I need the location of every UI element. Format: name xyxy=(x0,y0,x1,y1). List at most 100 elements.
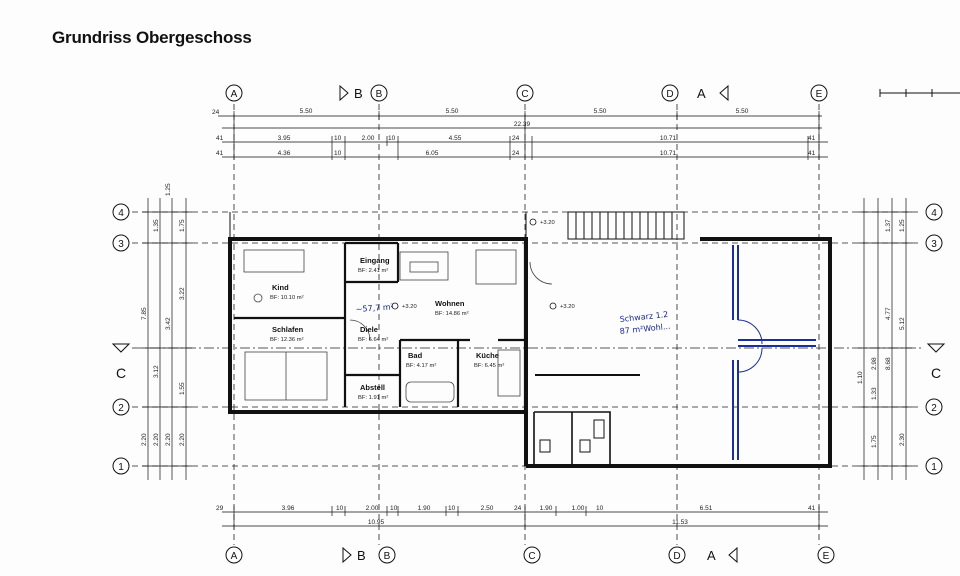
dim-top-4-1: 4.36 xyxy=(278,150,291,157)
dim-bot-5: 1.90 xyxy=(540,505,553,512)
axis-label-a: A xyxy=(231,89,238,100)
dim-right-8: 1.10 xyxy=(857,371,864,384)
dim-left-10: 2.20 xyxy=(153,433,160,446)
dimension-text-right: 1.37 1.25 4.77 5.12 2.98 8.68 1.33 1.10 … xyxy=(857,219,906,448)
dim-top-total: 22.39 xyxy=(514,121,531,128)
dim-right-4: 5.12 xyxy=(899,317,906,330)
dim-top-1-3: 5.50 xyxy=(594,108,607,115)
stair-area xyxy=(567,211,685,240)
axis-label-e: E xyxy=(816,89,823,100)
axis-label-c: C xyxy=(521,89,528,100)
interior-walls xyxy=(234,241,527,412)
handwritten-note-2: 87 m²Wohl... xyxy=(619,322,671,336)
dim-bot-s2: 10 xyxy=(336,505,344,512)
dimension-lines-left xyxy=(142,198,192,480)
dim-top-3-2: 2.00 xyxy=(362,135,375,142)
dim-top-4-s4: 41 xyxy=(808,150,816,157)
dim-right-10: 2.30 xyxy=(899,433,906,446)
dim-left-4: 3.22 xyxy=(179,287,186,300)
scale-bar xyxy=(879,89,960,97)
section-label-a-top: A xyxy=(697,86,706,101)
dim-top-3-3: 4.55 xyxy=(449,135,462,142)
dim-left-3: 1.75 xyxy=(179,219,186,232)
row-label-2-right: 2 xyxy=(931,403,937,414)
section-label-c-right: C xyxy=(931,365,941,381)
dim-top-3-s5: 41 xyxy=(808,135,816,142)
dim-left-12: 2.20 xyxy=(179,433,186,446)
room-area-schlafen: BF: 12.36 m² xyxy=(270,337,304,343)
dim-right-5: 2.98 xyxy=(871,357,878,370)
dim-left-6: 7.85 xyxy=(141,307,148,320)
dim-top-3-s1: 41 xyxy=(216,135,224,142)
room-area-diele: BF: 6.64 m² xyxy=(358,337,388,343)
section-label-c-left: C xyxy=(116,365,126,381)
dim-bot-s6: 10 xyxy=(596,505,604,512)
section-marks-c xyxy=(111,343,946,353)
room-labels: Eingang BF: 2.41 m² Kind BF: 10.10 m² Wo… xyxy=(270,256,504,401)
dim-bot-6: 1.00 xyxy=(572,505,585,512)
axis-label-b: B xyxy=(376,89,383,100)
room-name-abstell: Abstell xyxy=(360,383,385,392)
axis-label-b-bottom: B xyxy=(384,551,391,562)
section-label-a-bottom: A xyxy=(707,548,716,563)
row-label-1-right: 1 xyxy=(931,462,937,473)
room-area-kueche: BF: 6.45 m² xyxy=(474,363,504,369)
dim-top-4-s3: 24 xyxy=(512,150,520,157)
dim-top-4-s1: 41 xyxy=(216,150,224,157)
room-name-bad: Bad xyxy=(408,351,423,360)
dim-top-1-4: 5.50 xyxy=(736,108,749,115)
dimension-lines-bottom xyxy=(222,506,828,530)
dim-bot-s3: 10 xyxy=(390,505,398,512)
axis-label-d: D xyxy=(666,89,673,100)
section-marks-top xyxy=(339,84,729,102)
room-area-abstell: BF: 1.91 m² xyxy=(358,395,388,401)
dim-top-4-3: 10.71 xyxy=(660,150,677,157)
dim-right-1: 1.37 xyxy=(885,219,892,232)
dim-bot-total-left: 10.95 xyxy=(368,519,385,526)
section-label-b-bottom: B xyxy=(357,548,366,563)
section-label-b-top: B xyxy=(354,86,363,101)
dim-bot-3: 1.90 xyxy=(418,505,431,512)
row-label-4-right: 4 xyxy=(931,208,937,219)
dim-right-6: 8.68 xyxy=(885,357,892,370)
section-marks-bottom xyxy=(342,546,738,564)
dim-right-7: 1.33 xyxy=(871,387,878,400)
room-area-kind: BF: 10.10 m² xyxy=(270,295,304,301)
dim-bot-s5: 24 xyxy=(514,505,522,512)
dimension-lines-top xyxy=(218,111,828,160)
dim-top-3-1: 3.95 xyxy=(278,135,291,142)
dim-left-2: 1.35 xyxy=(153,219,160,232)
dim-bot-total-right: 11.53 xyxy=(672,519,688,526)
row-label-1: 1 xyxy=(118,462,124,473)
dim-bot-7: 6.51 xyxy=(700,505,713,512)
dim-right-9: 1.75 xyxy=(871,435,878,448)
level-balcony: +3.20 xyxy=(540,220,555,226)
dimension-text-left: 1.25 1.35 1.75 3.22 3.42 7.85 3.12 1.55 … xyxy=(141,183,186,446)
loggia-outline xyxy=(229,212,527,239)
dim-top-small-left: 24 xyxy=(212,109,220,116)
row-label-4: 4 xyxy=(118,208,124,219)
row-label-2: 2 xyxy=(118,403,124,414)
dim-left-7: 3.12 xyxy=(153,365,160,378)
dim-bot-4: 2.50 xyxy=(481,505,494,512)
dim-left-8: 1.55 xyxy=(179,382,186,395)
exterior-walls xyxy=(228,237,832,468)
dim-top-1-1: 5.50 xyxy=(300,108,313,115)
axis-label-c-bottom: C xyxy=(528,551,535,562)
dim-right-2: 1.25 xyxy=(899,219,906,232)
handdrawn-walls xyxy=(732,245,816,460)
axis-label-d-bottom: D xyxy=(673,551,680,562)
room-name-eingang: Eingang xyxy=(360,256,390,265)
dim-left-1: 1.25 xyxy=(165,183,172,196)
level-markers xyxy=(391,218,557,310)
dim-top-3-s3: 10 xyxy=(388,135,396,142)
handwritten-area-left: ~57,7 m² xyxy=(356,302,395,314)
row-label-3-right: 3 xyxy=(931,239,937,250)
page-title: Grundriss Obergeschoss xyxy=(52,28,252,47)
dim-bot-1: 3.96 xyxy=(282,505,295,512)
dim-top-4-s2: 10 xyxy=(334,150,342,157)
row-axis-markers-left: 4 3 2 1 xyxy=(112,203,130,475)
level-wohnen: +3.20 xyxy=(402,304,417,310)
